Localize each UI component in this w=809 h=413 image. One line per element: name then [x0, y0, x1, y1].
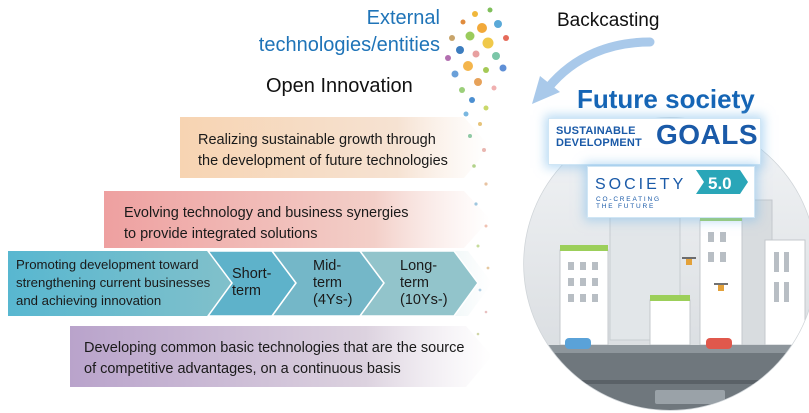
society-tagline: CO-CREATING THE FUTURE — [596, 196, 661, 210]
backcasting-label: Backcasting — [557, 10, 660, 31]
band-basic-tech-line-1: Developing common basic technologies tha… — [84, 340, 465, 356]
band-synergies-text: Evolving technology and business synergi… — [124, 203, 409, 245]
term-long-line-3: (10Ys-) — [400, 292, 448, 308]
backcasting-arrowhead — [532, 76, 560, 104]
sdg-small-text: SUSTAINABLE DEVELOPMENT — [556, 125, 642, 149]
sdg-small-line-1: SUSTAINABLE — [556, 125, 636, 137]
sdg-small-line-2: DEVELOPMENT — [556, 137, 642, 149]
sdg-badge — [548, 118, 761, 165]
band-synergies-line-2: to provide integrated solutions — [124, 226, 318, 242]
sdg-goals-text: GOALS — [656, 119, 759, 150]
band-current-business-line-3: and achieving innovation — [16, 293, 162, 308]
band-future-tech-line-1: Realizing sustainable growth through — [198, 132, 436, 148]
band-future-tech — [180, 117, 490, 178]
innovation-dots-cloud — [445, 7, 509, 336]
band-synergies-line-1: Evolving technology and business synergi… — [124, 205, 409, 221]
band-current-business-line-2: strengthening current businesses — [16, 275, 211, 290]
term-long-line-1: Long- — [400, 258, 438, 274]
external-technologies-label: External technologies/entities — [250, 5, 440, 59]
term-long: Long- term (10Ys-) — [400, 258, 448, 309]
band-basic-tech-text: Developing common basic technologies tha… — [84, 338, 464, 380]
term-mid: Mid- term (4Ys-) — [313, 258, 352, 309]
term-short: Short- term — [232, 266, 272, 300]
term-mid-line-3: (4Ys-) — [313, 292, 353, 308]
open-innovation-label: Open Innovation — [266, 75, 413, 97]
band-basic-tech-line-2: of competitive advantages, on a continuo… — [84, 361, 401, 377]
chevron-long-term — [358, 250, 479, 317]
external-line-1: External — [366, 7, 440, 29]
band-basic-tech — [70, 326, 492, 387]
term-mid-line-1: Mid- — [313, 258, 342, 274]
society-tagline-line-1: CO-CREATING — [596, 196, 661, 203]
term-short-line-1: Short- — [232, 266, 272, 282]
term-short-line-2: term — [232, 283, 261, 299]
society-tagline-line-2: THE FUTURE — [596, 203, 656, 210]
term-mid-line-2: term — [313, 275, 342, 291]
external-line-2: technologies/entities — [258, 34, 440, 56]
band-future-tech-text: Realizing sustainable growth through the… — [198, 130, 448, 172]
band-current-business-line-1: Promoting development toward — [16, 257, 199, 272]
band-future-tech-line-2: the development of future technologies — [198, 153, 448, 169]
backcasting-arrow — [543, 37, 655, 93]
society-version: 5.0 — [708, 174, 732, 193]
band-synergies — [104, 191, 490, 248]
society-word: SOCIETY — [595, 176, 687, 193]
band-current-business-text: Promoting development toward strengtheni… — [16, 256, 210, 310]
future-society-title: Future society — [577, 84, 755, 114]
term-long-line-2: term — [400, 275, 429, 291]
